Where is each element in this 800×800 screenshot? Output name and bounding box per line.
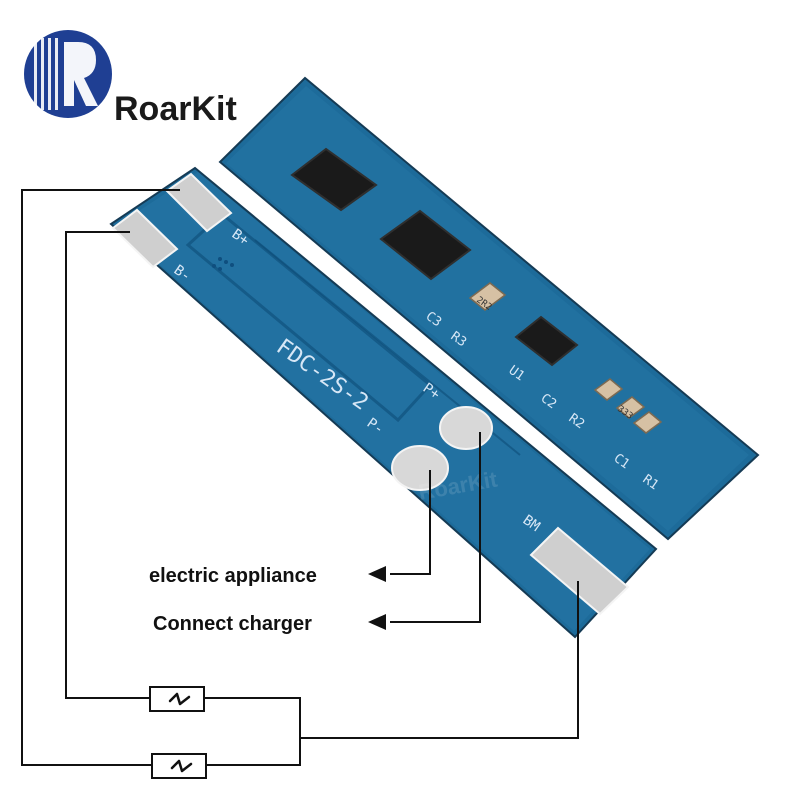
chip-u1: [514, 315, 579, 367]
label-b-plus: B+: [229, 226, 252, 249]
wire-cell-link: [205, 697, 301, 766]
battery-cell-bottom: [151, 753, 207, 779]
wire-bm: [300, 581, 579, 739]
label-connect-charger: Connect charger: [153, 613, 312, 635]
pad-p-minus: P-: [364, 415, 449, 491]
via-cluster-top: [212, 257, 234, 271]
label-electric-appliance: electric appliance: [149, 565, 317, 587]
chip-u2: [290, 147, 378, 212]
brand-name: RoarKit: [114, 90, 237, 128]
pad-b-minus: B-: [111, 208, 194, 285]
logo-stripes: [34, 38, 58, 110]
arrow-appliance-icon: [368, 566, 386, 582]
wire-p-plus: [390, 432, 481, 623]
label-p-minus: P-: [364, 415, 387, 438]
label-p-plus: P+: [420, 380, 443, 403]
pcb-board-front: B+ B- FDC-2S-2 P+ P-: [109, 166, 658, 639]
designator-u1: U1: [506, 363, 527, 384]
label-bm: BM: [520, 512, 543, 535]
arrow-charger-icon: [368, 614, 386, 630]
designator-r3: R3: [448, 329, 469, 350]
battery-cell-top: [149, 686, 205, 712]
designator-labels: C3 R3 U1 C2 R2 C1 R1: [423, 309, 661, 493]
pcb-board-back: 2R2 333 C3 R3 U1 C2 R2 C1 R1: [218, 76, 760, 541]
designator-c2: C2: [538, 391, 559, 412]
designator-r1: R1: [640, 472, 661, 493]
pad-b-plus: B+: [165, 172, 252, 249]
brand-logo: RoarKit: [24, 30, 237, 128]
wire-p-minus: [390, 470, 431, 575]
wire-b-plus: [21, 189, 180, 766]
logo-r-shape: [64, 42, 98, 106]
designator-r2: R2: [566, 411, 587, 432]
label-b-minus: B-: [171, 262, 194, 285]
designator-c1: C1: [611, 451, 632, 472]
wire-b-minus: [65, 231, 150, 699]
chip-u3: [379, 209, 472, 281]
designator-c3: C3: [423, 309, 444, 330]
wiring-diagram: [21, 189, 579, 766]
